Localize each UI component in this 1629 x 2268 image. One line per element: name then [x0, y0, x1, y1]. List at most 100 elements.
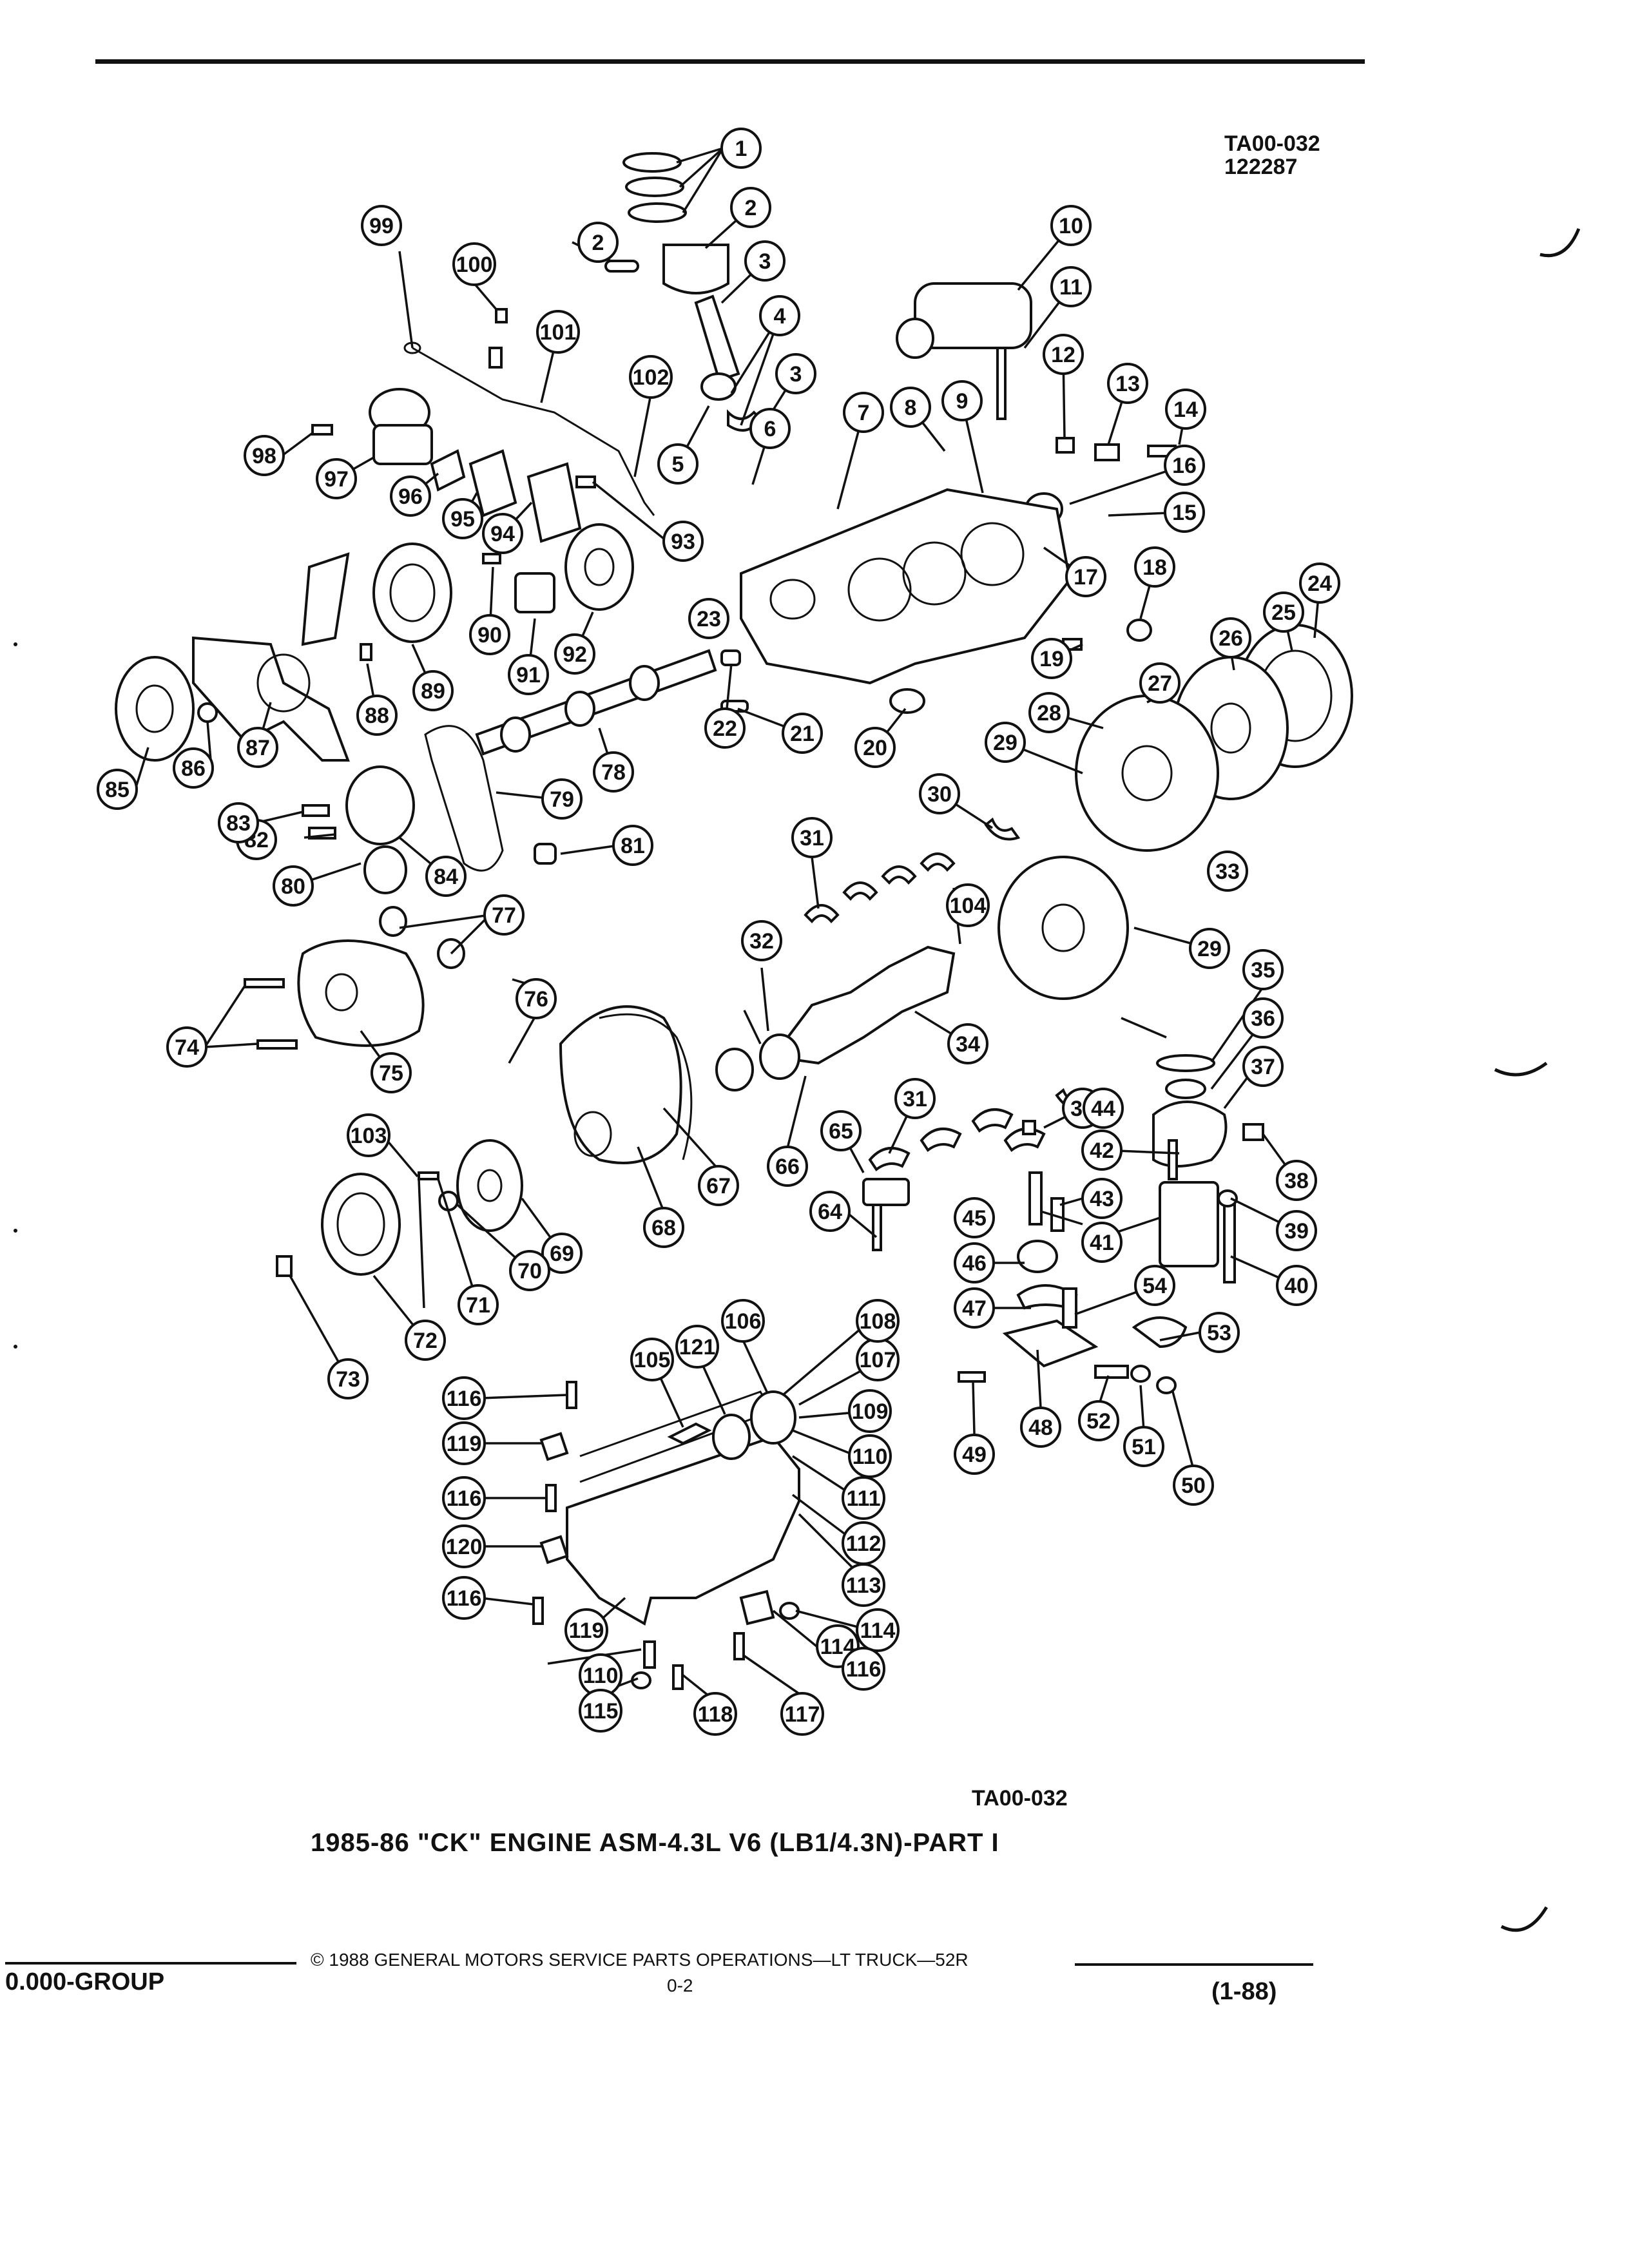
callout-bubble: [947, 1023, 988, 1064]
callout-95: 95: [442, 498, 483, 539]
callout-bubble: [1139, 662, 1181, 704]
callout-116: 116: [442, 1476, 486, 1520]
callout-32: 32: [741, 920, 782, 961]
callout-number: 20: [863, 736, 887, 760]
callout-bubble: [809, 1191, 851, 1232]
callout-bubble: [361, 205, 402, 246]
callout-10: 10: [1050, 205, 1092, 246]
callout-97: 97: [316, 458, 357, 499]
callout-1: 1: [720, 128, 762, 169]
callout-110: 110: [848, 1434, 892, 1478]
callout-number: 116: [447, 1586, 482, 1611]
callout-99: 99: [361, 205, 402, 246]
callout-number: 18: [1142, 555, 1167, 580]
callout-bubble: [954, 1197, 995, 1238]
callout-bubble: [842, 1647, 885, 1691]
callout-bubble: [554, 633, 595, 675]
callout-7: 7: [843, 392, 884, 433]
callout-bubble: [508, 654, 549, 695]
callout-bubble: [1207, 850, 1248, 892]
callout-bubble: [1078, 1400, 1119, 1441]
callout-bubble: [741, 920, 782, 961]
callout-3: 3: [775, 353, 816, 394]
callout-bubble: [1210, 617, 1251, 658]
callout-number: 31: [800, 826, 824, 850]
callout-number: 115: [583, 1699, 619, 1724]
callout-39: 39: [1276, 1210, 1317, 1251]
callout-number: 7: [858, 401, 870, 425]
callout-bubble: [218, 802, 259, 843]
callout-22: 22: [704, 707, 746, 749]
callout-bubble: [347, 1113, 390, 1157]
callout-98: 98: [244, 435, 285, 476]
callout-14: 14: [1165, 389, 1206, 430]
callout-119: 119: [442, 1421, 486, 1465]
callout-105: 105: [630, 1338, 674, 1381]
callout-number: 92: [563, 642, 587, 667]
callout-bubble: [848, 1389, 892, 1433]
callout-20: 20: [854, 727, 896, 768]
callout-bubble: [577, 222, 619, 263]
callout-number: 81: [621, 834, 645, 858]
callout-bubble: [842, 1563, 885, 1607]
callout-93: 93: [662, 521, 704, 562]
callout-bubble: [244, 435, 285, 476]
callout-17: 17: [1065, 556, 1106, 597]
callout-number: 8: [905, 396, 917, 420]
callout-bubble: [1134, 546, 1175, 588]
callout-bubble: [720, 128, 762, 169]
footer-rule-left: [5, 1962, 296, 1965]
callout-112: 112: [842, 1521, 885, 1565]
footer-copyright: © 1988 GENERAL MOTORS SERVICE PARTS OPER…: [311, 1950, 969, 1970]
callout-number: 113: [846, 1573, 882, 1598]
callout-number: 16: [1172, 454, 1197, 478]
callout-number: 66: [775, 1155, 800, 1179]
callout-number: 72: [413, 1329, 438, 1353]
callout-106: 106: [721, 1299, 765, 1343]
callout-number: 119: [447, 1432, 482, 1456]
callout-bubble: [730, 187, 771, 228]
callout-bubble: [452, 242, 496, 286]
callout-number: 77: [492, 903, 516, 928]
callout-121: 121: [675, 1325, 719, 1369]
callout-bubble: [1081, 1222, 1123, 1263]
callout-number: 38: [1284, 1169, 1309, 1193]
callout-36: 36: [1242, 997, 1284, 1039]
callout-number: 26: [1219, 626, 1243, 651]
callout-bubble: [1107, 363, 1148, 404]
callout-number: 5: [672, 452, 684, 477]
callout-bubble: [721, 1299, 765, 1343]
callout-bubble: [698, 1165, 739, 1206]
callout-25: 25: [1263, 591, 1304, 633]
callout-6: 6: [749, 408, 791, 449]
callout-27: 27: [1139, 662, 1181, 704]
callout-bubble: [941, 380, 983, 421]
callout-bubble: [371, 1052, 412, 1093]
callout-113: 113: [842, 1563, 885, 1607]
callout-bubble: [1031, 638, 1072, 679]
callout-bubble: [1173, 1465, 1214, 1506]
callout-bubble: [820, 1110, 862, 1151]
callout-2: 2: [730, 187, 771, 228]
callout-40: 40: [1276, 1265, 1317, 1306]
callout-bubble: [759, 295, 800, 336]
callout-68: 68: [643, 1207, 684, 1248]
callout-number: 83: [226, 811, 251, 836]
callout-number: 3: [759, 249, 771, 274]
callout-number: 97: [324, 467, 349, 492]
callout-bubble: [1134, 1265, 1175, 1306]
callout-number: 11: [1059, 275, 1083, 300]
callout-number: 64: [818, 1200, 842, 1224]
callout-102: 102: [629, 355, 673, 399]
callout-bubble: [442, 1576, 486, 1620]
callout-18: 18: [1134, 546, 1175, 588]
callout-bubble: [791, 817, 833, 858]
callout-bubble: [1083, 1088, 1124, 1129]
callout-number: 108: [860, 1309, 896, 1334]
callout-bubble: [675, 1325, 719, 1369]
callout-2: 2: [577, 222, 619, 263]
callout-number: 2: [745, 196, 757, 220]
header-ref-code: TA00-032: [1224, 131, 1320, 156]
callout-73: 73: [327, 1358, 369, 1399]
callout-number: 24: [1307, 572, 1332, 596]
